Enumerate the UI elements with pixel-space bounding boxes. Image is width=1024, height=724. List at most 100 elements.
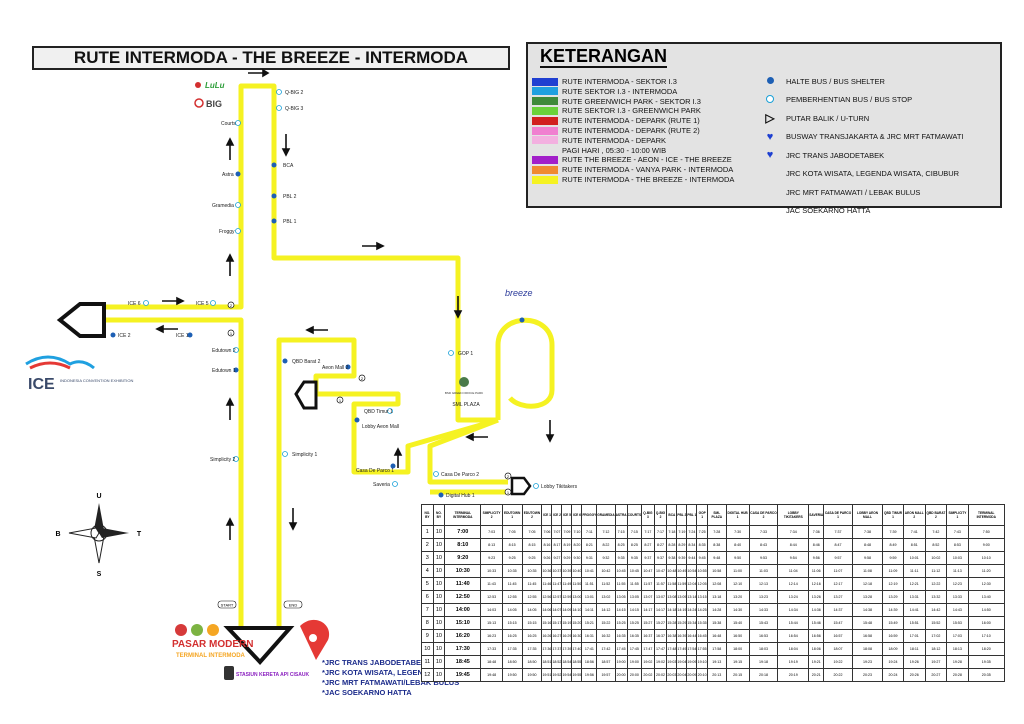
schedule-cell: 2 <box>421 538 434 552</box>
schedule-cell: 10 <box>432 577 446 591</box>
schedule-cell: 10:30 <box>444 564 482 578</box>
filled-circle-icon <box>764 76 776 86</box>
svg-text:Edutown 2: Edutown 2 <box>212 348 236 354</box>
svg-text:T: T <box>137 531 142 538</box>
schedule-cell: 18:51 <box>541 655 553 669</box>
schedule-cell: 19:00 <box>614 655 628 669</box>
schedule-cell: 11:40 <box>444 577 482 591</box>
bus-shelter-icon <box>271 218 277 224</box>
schedule-cell: 19:55 <box>571 668 583 682</box>
schedule-cell: 18:11 <box>902 642 926 656</box>
schedule-cell: 9:56 <box>808 551 825 565</box>
schedule-cell: 14:06 <box>541 603 553 617</box>
schedule-cell: 9:37 <box>641 551 655 565</box>
legend-route-label: RUTE INTERMODA - SEKTOR I.3 <box>562 77 677 86</box>
schedule-cell: 13:18 <box>706 590 727 604</box>
schedule-cell: 16:31 <box>581 629 598 643</box>
schedule-column-header: CASA DE PARCO 2 <box>748 504 779 526</box>
schedule-cell: 10:35 <box>501 564 523 578</box>
schedule-cell: 20:09 <box>686 668 698 682</box>
schedule-cell: 12:53 <box>480 590 503 604</box>
schedule-cell: 18:57 <box>596 655 616 669</box>
schedule-cell: 12:05 <box>696 577 708 591</box>
schedule-cell: 19:56 <box>581 668 598 682</box>
schedule-cell: 7:30 <box>725 525 750 539</box>
svg-text:S: S <box>97 571 102 578</box>
schedule-column-header: AEON MALL 2 <box>902 504 926 526</box>
schedule-cell: 11:45 <box>521 577 543 591</box>
schedule-cell: 14:42 <box>924 603 948 617</box>
schedule-cell: 9:26 <box>541 551 553 565</box>
schedule-cell: 17:02 <box>924 629 948 643</box>
schedule-cell: 10 <box>432 616 446 630</box>
legend-route-label: RUTE INTERMODA - DEPARK <box>562 135 667 145</box>
route-color-swatch <box>532 126 558 135</box>
legend-heading: KETERANGAN <box>540 46 668 68</box>
schedule-cell: 18:45 <box>444 655 482 669</box>
schedule-cell: 15:53 <box>946 616 969 630</box>
schedule-cell: 20:28 <box>946 668 969 682</box>
svg-text:Astra: Astra <box>222 172 234 178</box>
schedule-column-header: COURTS <box>626 504 643 526</box>
schedule-cell: 9:50 <box>725 551 750 565</box>
schedule-cell: 11:04 <box>777 564 810 578</box>
schedule-cell: 14:15 <box>614 603 628 617</box>
schedule-cell: 20:22 <box>823 668 853 682</box>
schedule-cell: 13:23 <box>748 590 779 604</box>
schedule-column-header: ICE 1 <box>541 504 553 526</box>
schedule-cell: 18:04 <box>777 642 810 656</box>
schedule-cell: 13:28 <box>851 590 884 604</box>
schedule-cell: 19:21 <box>808 655 825 669</box>
schedule-cell: 18:09 <box>882 642 904 656</box>
schedule-cell: 15:13 <box>480 616 503 630</box>
schedule-cell: 7:05 <box>501 525 523 539</box>
schedule-column-header: CASA DE PARCO 1 <box>823 504 853 526</box>
svg-text:Simplicity 1: Simplicity 1 <box>292 452 318 458</box>
route-color-swatch <box>532 97 558 106</box>
schedule-cell: 17:41 <box>581 642 598 656</box>
schedule-column-header: NO. BY <box>432 504 446 526</box>
schedule-cell: 17:33 <box>480 642 503 656</box>
schedule-cell: 14:38 <box>851 603 884 617</box>
bus-stop-icon <box>235 228 241 234</box>
schedule-cell: 15:15 <box>501 616 523 630</box>
svg-text:ICE 2: ICE 2 <box>118 333 131 339</box>
schedule-cell: 12:04 <box>686 577 698 591</box>
schedule-cell: 18:50 <box>521 655 543 669</box>
schedule-cell: 19:09 <box>686 655 698 669</box>
schedule-cell: 10:36 <box>541 564 553 578</box>
schedule-cell: 15:10 <box>444 616 482 630</box>
schedule-cell: 14:30 <box>725 603 750 617</box>
schedule-column-header: SIMPLICITY 2 <box>480 504 503 526</box>
schedule-cell: 11:50 <box>571 577 583 591</box>
bus-stop-icon <box>233 456 239 462</box>
schedule-cell: 13:09 <box>676 590 688 604</box>
train-icon <box>224 666 234 680</box>
schedule-cell: 14:50 <box>967 603 1006 617</box>
schedule-cell: 14:03 <box>480 603 503 617</box>
schedule-cell: 10:35 <box>521 564 543 578</box>
bus-shelter-icon <box>233 367 239 373</box>
schedule-cell: 18:13 <box>946 642 969 656</box>
legend-symbol-item: JRC KOTA WISATA, LEGENDA WISATA, CIBUBUR <box>764 167 959 181</box>
schedule-cell: 10 <box>432 603 446 617</box>
schedule-cell: 7:12 <box>596 525 616 539</box>
schedule-cell: 14:18 <box>666 603 678 617</box>
svg-text:PBL 1: PBL 1 <box>283 219 297 225</box>
schedule-cell: 20:00 <box>614 668 628 682</box>
legend-symbol-label: JAC SOEKARNO HATTA <box>786 206 871 215</box>
schedule-cell: 15:40 <box>725 616 750 630</box>
schedule-cell: 17:40 <box>571 642 583 656</box>
schedule-cell: 8:15 <box>501 538 523 552</box>
pasar-modern-logo <box>175 624 219 636</box>
schedule-cell: 11:00 <box>725 564 750 578</box>
schedule-cell: 14:43 <box>946 603 969 617</box>
schedule-cell: 17:10 <box>967 629 1006 643</box>
schedule-column-header: ASTRA <box>614 504 628 526</box>
schedule-cell: 13:14 <box>686 590 698 604</box>
schedule-cell: 5 <box>421 577 434 591</box>
svg-text:Saveria: Saveria <box>373 482 390 488</box>
svg-text:2: 2 <box>230 303 233 308</box>
